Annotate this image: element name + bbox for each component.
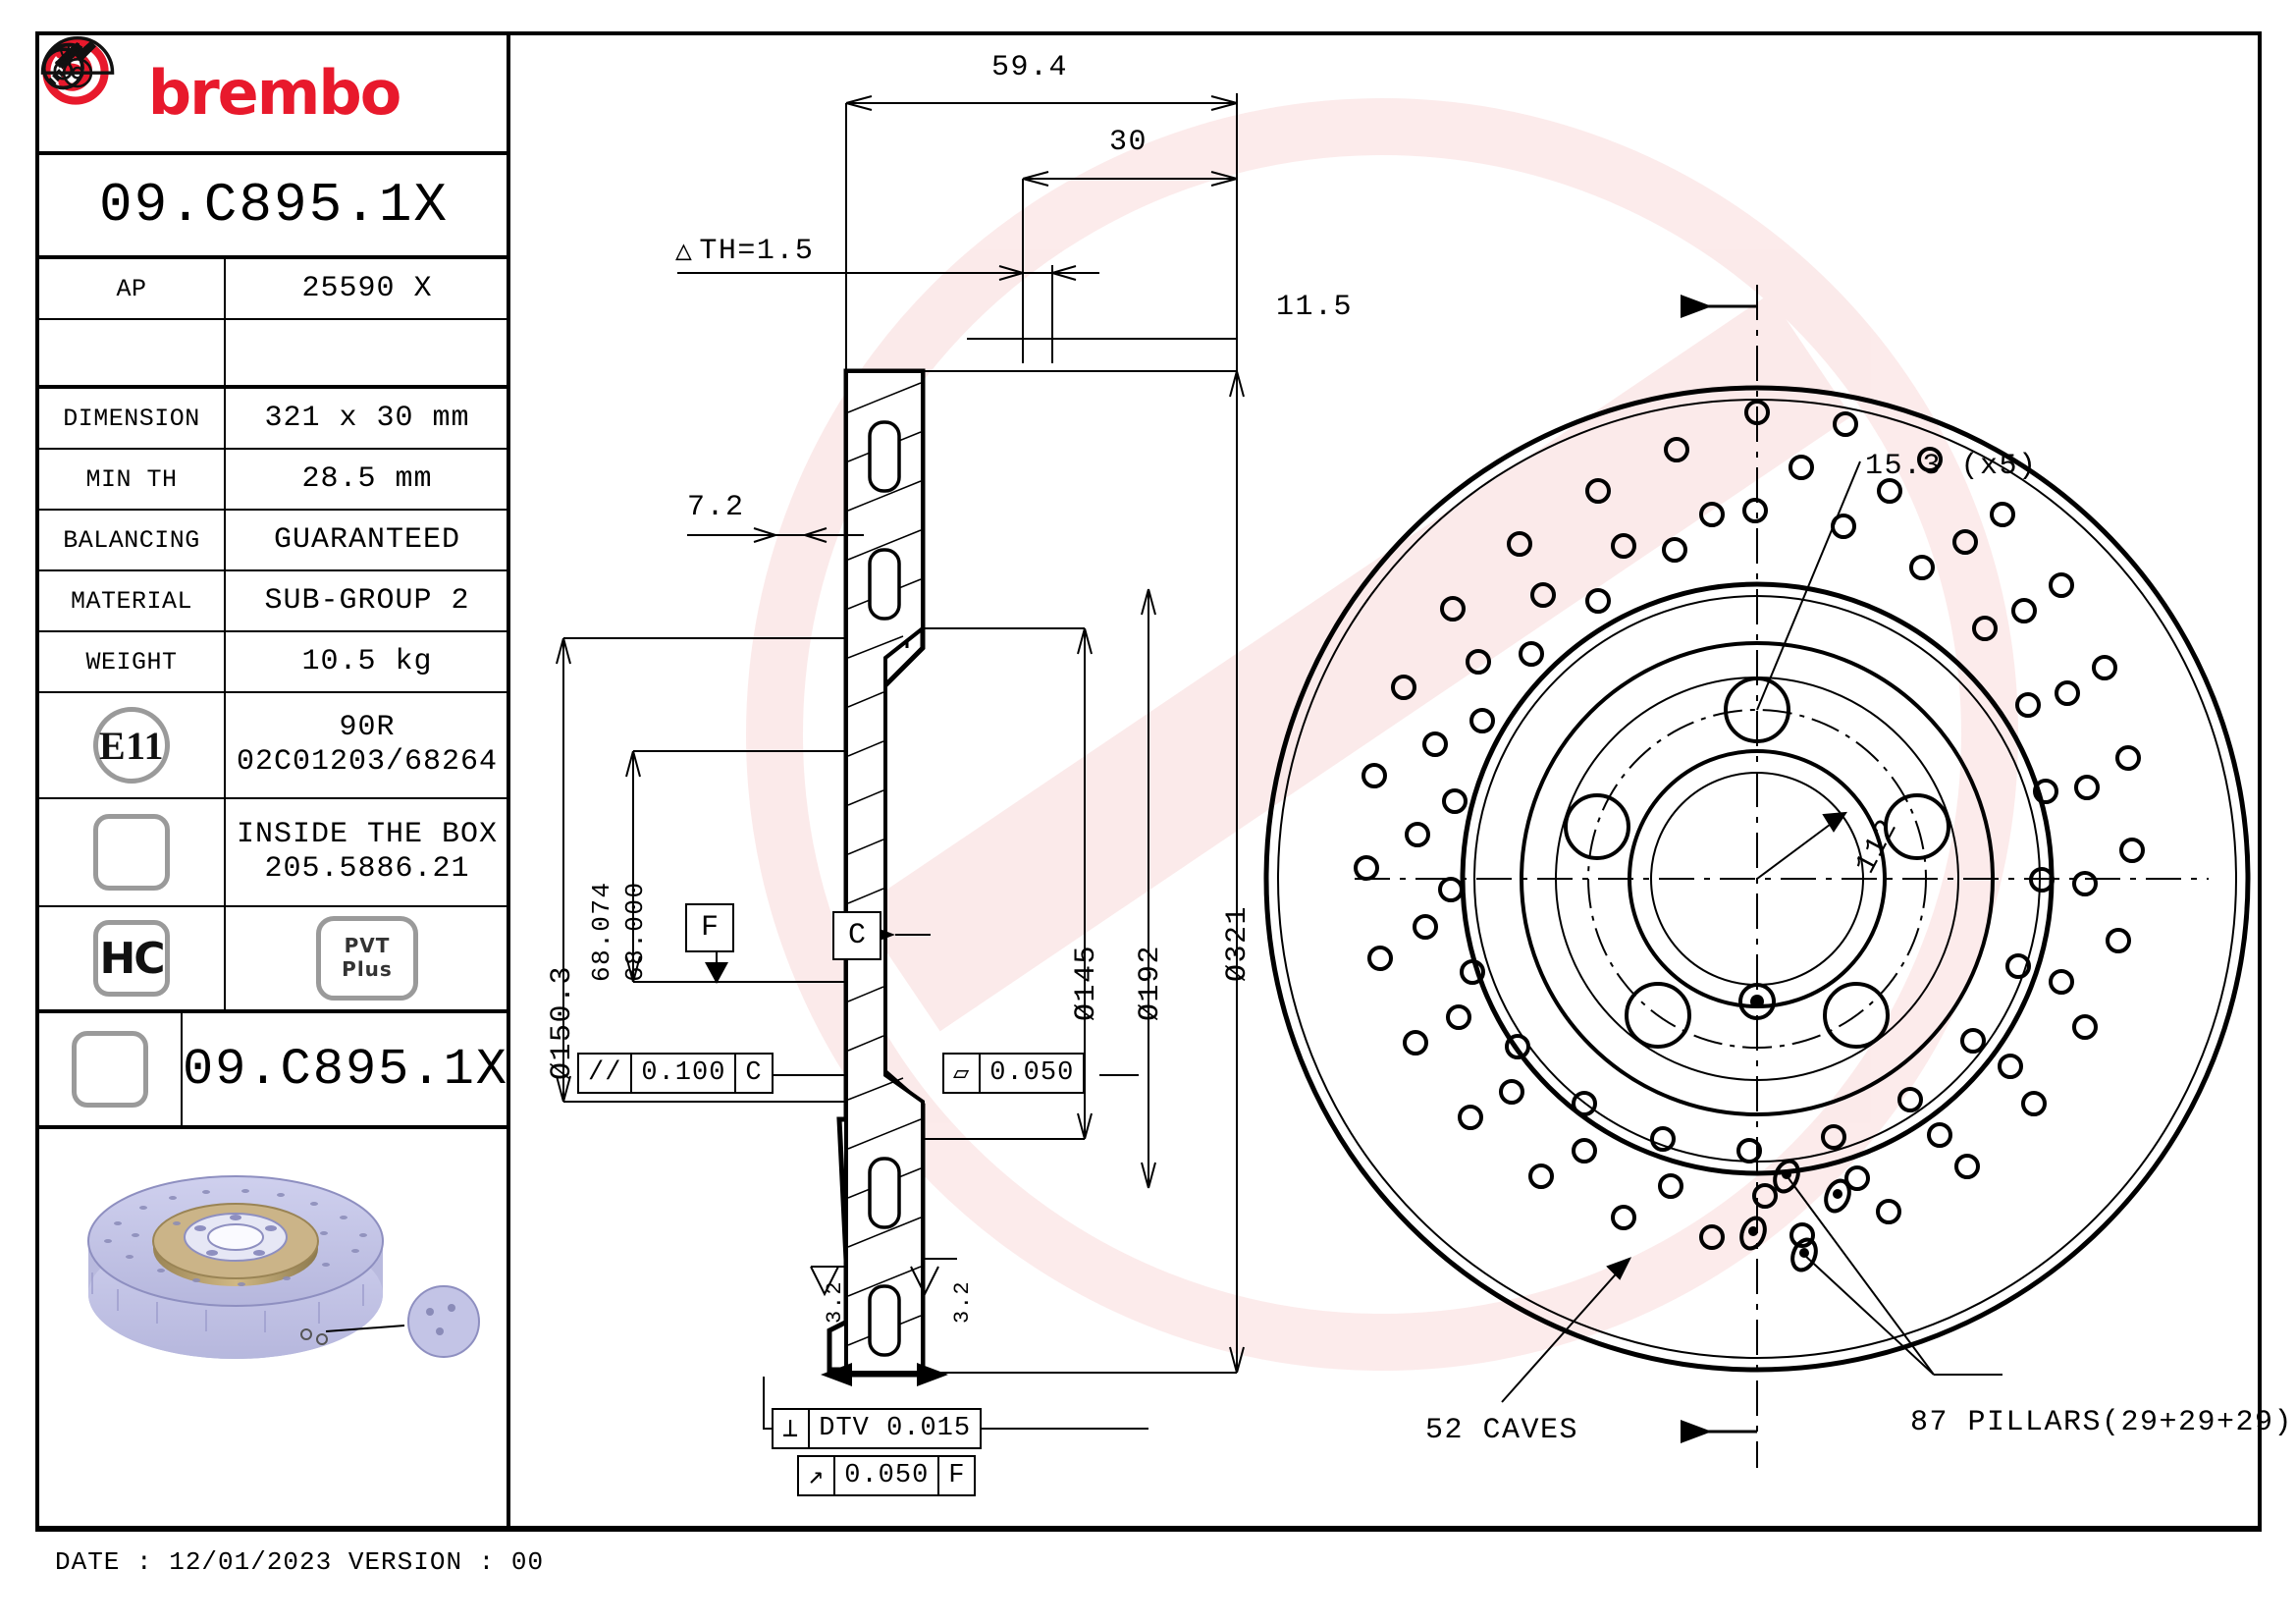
hole-callout: 15.3 (x5)	[1865, 450, 2038, 483]
table-row-weight: WEIGHT 10.5 kg	[39, 632, 508, 693]
th-value: TH=1.5	[699, 234, 815, 268]
dim-192: Ø192	[1134, 944, 1167, 1021]
row-value: 25590 X	[301, 272, 433, 305]
roughness-right-label: 3.2	[950, 1279, 975, 1324]
dim-321: Ø321	[1221, 904, 1255, 982]
row-label: MATERIAL	[39, 571, 226, 630]
datum-C-box: C	[832, 911, 881, 960]
fcf-dtv: ⊥ DTV 0.015	[772, 1408, 983, 1449]
row-value: SUB-GROUP 2	[264, 584, 470, 618]
hc-label: HC	[99, 933, 165, 984]
roughness-left-label: 3.2	[823, 1279, 847, 1324]
e11-icon: E11	[93, 707, 170, 784]
e11-badge: E11	[39, 693, 226, 797]
caves-label: 52 CAVES	[1425, 1414, 1579, 1447]
dim-11-5: 11.5	[1276, 291, 1354, 324]
roughness-symbols	[810, 1258, 957, 1297]
table-row-dimension: DIMENSION 321 x 30 mm	[39, 389, 508, 450]
pillar-marks	[1739, 1159, 1851, 1272]
rotor-render	[39, 1129, 508, 1424]
dim-145: Ø145	[1070, 944, 1103, 1021]
table-row-empty	[39, 320, 508, 389]
brake-pad-badge	[39, 40, 183, 1125]
date-version-footer: DATE : 12/01/2023 VERSION : 00	[55, 1547, 545, 1577]
row-label: DIMENSION	[39, 389, 226, 448]
homologation-line2: 02C01203/68264	[236, 745, 499, 779]
hc-badge: HC	[39, 907, 226, 1009]
table-row-marks: HC PVT Plu	[39, 36, 508, 1013]
disc-pad-icon	[41, 40, 148, 1108]
row-value: 10.5 kg	[301, 645, 433, 678]
table-row-min-th: MIN TH 28.5 mm	[39, 450, 508, 511]
dim-68-000: 68.000	[620, 881, 650, 982]
title-block: brembo 09.C895.1X AP 25590 X DIMENSION 3…	[39, 35, 508, 1528]
disc-face-view	[1263, 285, 2251, 1468]
row-label: BALANCING	[39, 511, 226, 569]
rotor-3d-image	[87, 1175, 480, 1359]
datum-F: F	[685, 903, 734, 952]
fcf-datum: F	[937, 1457, 974, 1494]
fcf-symbol: ⊥	[782, 1415, 800, 1445]
fcf-parallelism: // 0.100 C	[577, 1053, 774, 1094]
dim-7-2: 7.2	[687, 491, 745, 524]
fcf-symbol: //	[588, 1058, 622, 1088]
table-row-part-number: 09.C895.1X	[39, 40, 508, 1129]
brembo-wordmark: brembo	[147, 57, 402, 129]
dim-150-3: Ø150.3	[546, 964, 579, 1080]
face-leaders	[1501, 460, 2002, 1403]
screw-line1: INSIDE THE BOX	[236, 817, 499, 851]
fcf-symbol: ▱	[953, 1059, 971, 1090]
vane-slots	[868, 420, 901, 1357]
table-row-material: MATERIAL SUB-GROUP 2	[39, 571, 508, 632]
homologation-value: 90R 02C01203/68264	[226, 693, 508, 797]
fcf-value: 0.050	[979, 1055, 1083, 1092]
pillars-label: 87 PILLARS(29+29+29)	[1910, 1406, 2294, 1439]
table-row-balancing: BALANCING GUARANTEED	[39, 511, 508, 571]
fcf-datum: C	[734, 1055, 771, 1092]
table-row-homologation: E11 90R 02C01203/68264	[39, 693, 508, 799]
fcf-runout: ↗ 0.050 F	[797, 1455, 977, 1496]
section-profile	[844, 369, 925, 1375]
row-label	[39, 320, 226, 385]
row-label: MIN TH	[39, 450, 226, 509]
fcf-value: 0.050	[833, 1457, 937, 1494]
dim-59-4: 59.4	[991, 51, 1069, 84]
screw-line2: 205.5886.21	[264, 852, 470, 886]
drill-holes	[1354, 400, 2145, 1250]
dim-th: △ TH=1.5	[675, 234, 815, 269]
fcf-value: DTV 0.015	[808, 1410, 980, 1447]
row-value: GUARANTEED	[273, 523, 461, 557]
fcf-symbol: ↗	[808, 1462, 826, 1492]
dim-68-074: 68.074	[587, 881, 616, 982]
fcf-flatness: ▱ 0.050	[942, 1053, 1086, 1094]
homologation-line1: 90R	[339, 710, 396, 744]
hc-icon: HC	[93, 920, 170, 997]
table-row-ap: AP 25590 X	[39, 259, 508, 320]
delta-symbol: △	[675, 238, 694, 268]
fcf-value: 0.100	[630, 1055, 734, 1092]
row-value: 321 x 30 mm	[264, 402, 470, 435]
dim-30: 30	[1109, 126, 1148, 159]
pvt-plus-label: PVT Plus	[342, 934, 393, 981]
row-label: AP	[39, 259, 226, 318]
part-number-header: 09.C895.1X	[39, 155, 508, 259]
row-value: 28.5 mm	[301, 462, 433, 496]
row-label: WEIGHT	[39, 632, 226, 691]
screw-value: INSIDE THE BOX 205.5886.21	[226, 799, 508, 905]
part-number-footer: 09.C895.1X	[182, 1040, 508, 1099]
